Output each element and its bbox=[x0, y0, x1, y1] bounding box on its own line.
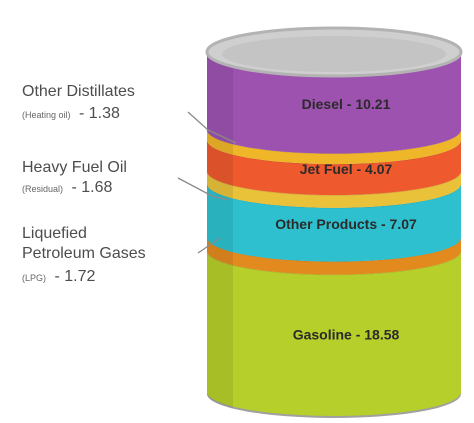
callout-sub: (Residual) bbox=[22, 184, 63, 194]
segment-diesel bbox=[207, 52, 461, 154]
segment-labels: Gasoline - 18.58 Other Products - 7.07 Jet… bbox=[275, 96, 417, 343]
callout-other-distillates: Other Distillates (Heating oil) - 1.38 bbox=[22, 83, 237, 144]
segment-label: Other Products - 7.07 bbox=[275, 216, 417, 232]
barrel-lid-inner bbox=[222, 36, 446, 72]
callout-label: Other Distillates bbox=[22, 83, 135, 100]
callout-sub: (LPG) bbox=[22, 273, 46, 283]
barrel-stack bbox=[206, 51, 462, 418]
segment-liquefied-petroleum-gases bbox=[207, 237, 461, 275]
segment-other-distillates bbox=[207, 129, 461, 165]
leader-line bbox=[177, 177, 229, 201]
callout-label: Liquefied bbox=[22, 225, 87, 242]
barrel-shading bbox=[206, 52, 233, 408]
callout-value: - 1.72 bbox=[54, 268, 95, 285]
leader-line bbox=[197, 237, 221, 254]
svg-text:(Residual) - 1.68: (Residual) - 1.68 bbox=[22, 179, 112, 196]
segment-label: Diesel - 10.21 bbox=[302, 96, 391, 112]
segment-label: Jet Fuel - 4.07 bbox=[300, 161, 393, 177]
segment-label: Gasoline - 18.58 bbox=[293, 327, 400, 343]
callout-value: - 1.68 bbox=[71, 179, 112, 196]
callout-label-2: Petroleum Gases bbox=[22, 245, 146, 262]
segment-jet-fuel bbox=[207, 140, 461, 196]
callout-lpg: Liquefied Petroleum Gases (LPG) - 1.72 bbox=[22, 225, 221, 285]
svg-text:(LPG) - 1.72: (LPG) - 1.72 bbox=[22, 268, 95, 285]
segment-other-products bbox=[207, 183, 461, 262]
callout-value: - 1.38 bbox=[79, 105, 120, 122]
callout-label: Heavy Fuel Oil bbox=[22, 159, 127, 176]
svg-text:(Heating oil) - 1.38: (Heating oil) - 1.38 bbox=[22, 105, 120, 122]
segment-gasoline bbox=[207, 250, 461, 416]
callout-sub: (Heating oil) bbox=[22, 110, 71, 120]
segment-heavy-fuel-oil bbox=[207, 171, 461, 208]
callout-heavy-fuel-oil: Heavy Fuel Oil (Residual) - 1.68 bbox=[22, 159, 229, 201]
leader-line bbox=[187, 111, 237, 144]
